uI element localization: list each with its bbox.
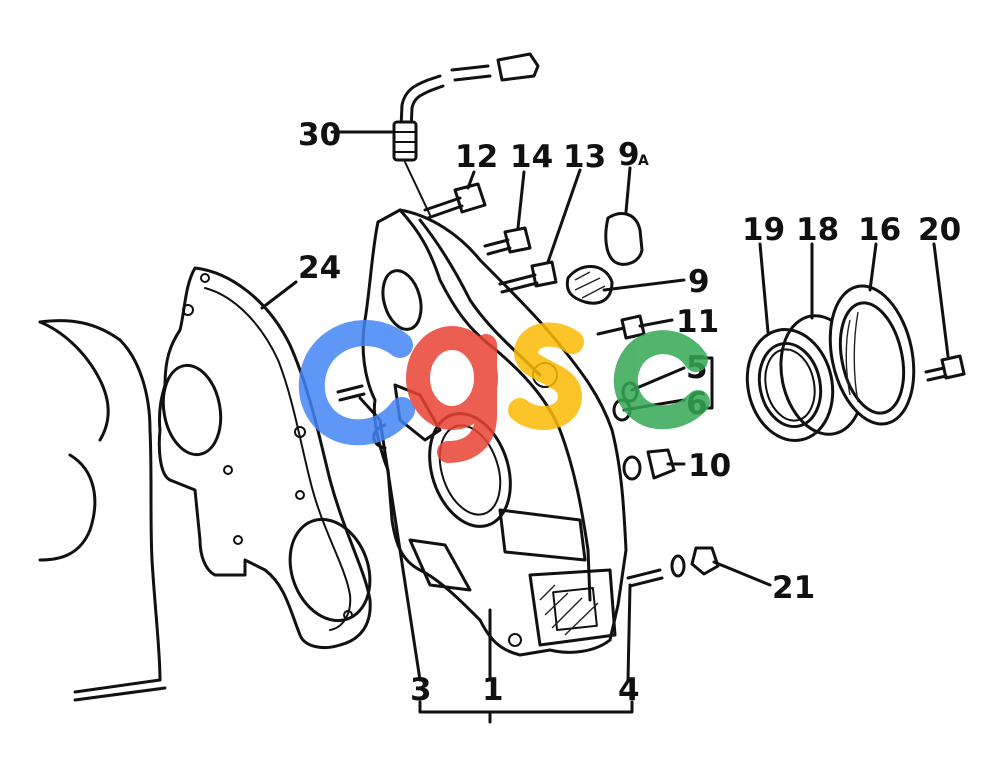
callout-9: 9 xyxy=(688,264,710,300)
callout-13: 13 xyxy=(563,139,606,175)
callout-12: 12 xyxy=(455,139,498,175)
callout-20: 20 xyxy=(918,212,961,248)
seal-housing-16 xyxy=(828,284,916,426)
callout-11: 11 xyxy=(676,304,719,340)
callout-labels: 30 12 14 13 9 A 9 24 11 5 6 10 19 18 16 … xyxy=(298,117,961,708)
watermark-logo xyxy=(298,320,710,463)
callout-24: 24 xyxy=(298,250,341,286)
bolt-14 xyxy=(483,226,532,256)
callout-9a: 9 xyxy=(618,137,640,173)
callout-9a-suffix: A xyxy=(638,153,649,169)
speed-sensor xyxy=(392,52,540,216)
bolt-11 xyxy=(596,314,646,340)
stud-21 xyxy=(626,546,720,588)
watermark-letter-g xyxy=(406,326,498,463)
plug-9a xyxy=(604,212,644,266)
callout-21: 21 xyxy=(772,570,815,606)
nut-10 xyxy=(622,448,676,481)
callout-10: 10 xyxy=(688,448,731,484)
bolt-13 xyxy=(498,260,558,294)
callout-14: 14 xyxy=(510,139,553,175)
leader-lines xyxy=(260,130,950,724)
callout-1: 1 xyxy=(482,672,504,708)
callout-30: 30 xyxy=(298,117,341,153)
watermark-letter-c1 xyxy=(298,320,415,446)
callout-3: 3 xyxy=(410,672,432,708)
watermark-letter-s xyxy=(508,322,584,430)
engine-block xyxy=(38,319,167,702)
callout-18: 18 xyxy=(796,212,839,248)
stud-3 xyxy=(336,384,366,402)
watermark-letter-c2 xyxy=(613,330,710,430)
bolt-12 xyxy=(423,182,487,220)
bolt-20 xyxy=(924,354,966,382)
callout-4: 4 xyxy=(618,672,640,708)
cap-9 xyxy=(565,265,614,305)
callout-19: 19 xyxy=(742,212,785,248)
callout-16: 16 xyxy=(858,212,901,248)
oil-seal-19 xyxy=(745,328,835,442)
